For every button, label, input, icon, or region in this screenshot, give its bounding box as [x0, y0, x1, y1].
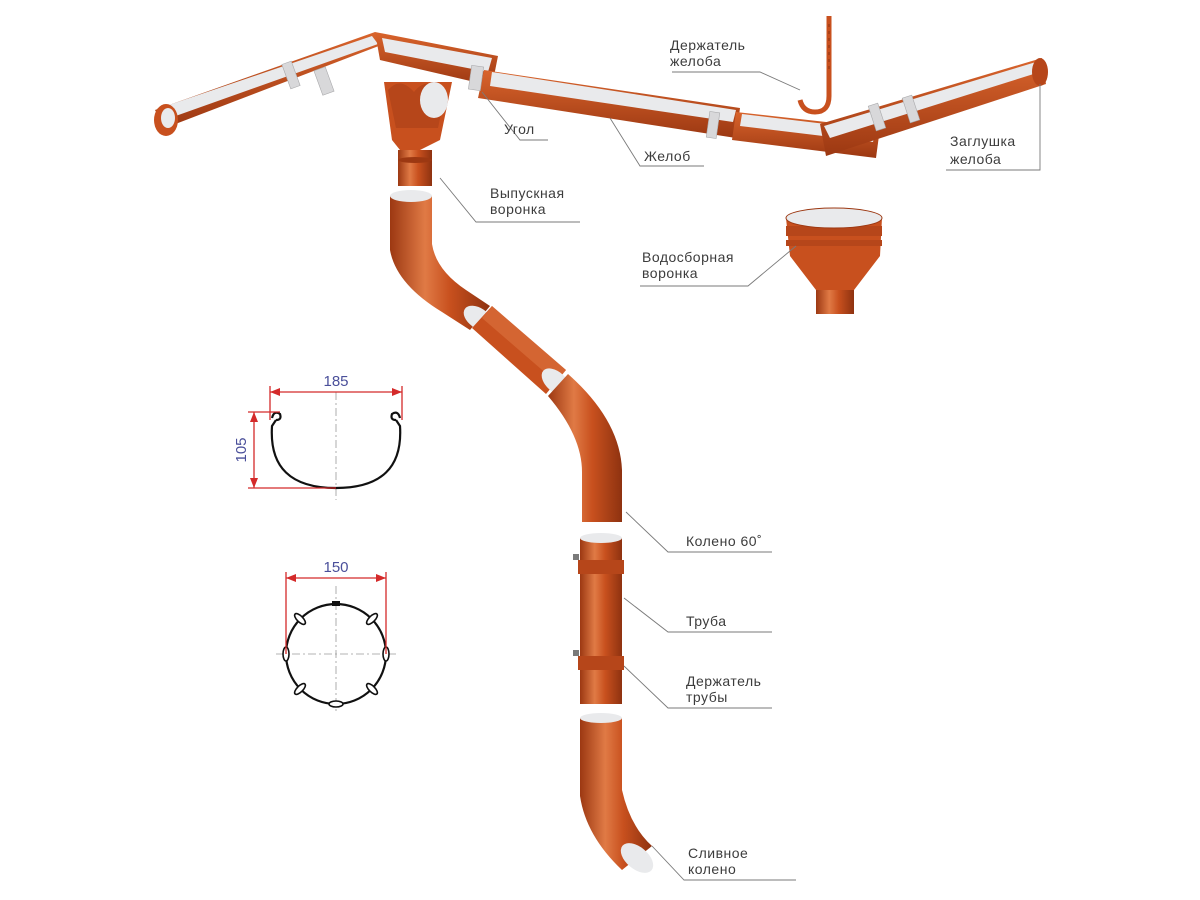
gutter-holder-part [797, 16, 832, 115]
gutter-assembly [154, 16, 1048, 158]
elbow-60-part [548, 374, 622, 522]
gutter-connectors [281, 60, 921, 139]
dim-gutter-width: 185 [323, 373, 348, 390]
label-pipe: Труба [686, 613, 727, 629]
drain-elbow-part [580, 718, 652, 870]
collector-funnel-part [785, 207, 883, 314]
label-pipe-holder: Держатель трубы [686, 673, 766, 705]
label-collector-funnel: Водосборная воронка [642, 249, 738, 281]
label-corner: Угол [504, 121, 535, 137]
gutter-segment-left [154, 32, 384, 136]
label-drain-elbow: Сливное колено [688, 845, 753, 877]
label-gutter-cap: Заглушка желоба [950, 133, 1020, 167]
pipe-profile-drawing: 150 [276, 559, 398, 712]
leader-lines [439, 71, 1041, 881]
label-gutter: Желоб [644, 148, 691, 164]
gutter-segment-middle [375, 32, 880, 158]
dim-pipe-diameter: 150 [323, 559, 348, 576]
gutter-end-cap [1032, 58, 1048, 86]
label-outlet-funnel: Выпускная воронка [490, 185, 569, 217]
upper-bend [390, 196, 490, 330]
labels: Держатель желоба Угол Желоб Заглушка жел… [490, 37, 1020, 877]
outlet-funnel-part [384, 82, 452, 186]
pipe-holder-part [573, 554, 624, 670]
dim-gutter-depth: 105 [233, 437, 250, 462]
label-elbow-60: Колено 60˚ [686, 533, 762, 549]
gutter-profile-drawing: 185 105 [233, 373, 403, 500]
label-gutter-holder: Держатель желоба [670, 37, 750, 69]
downpipe-assembly [390, 190, 654, 873]
